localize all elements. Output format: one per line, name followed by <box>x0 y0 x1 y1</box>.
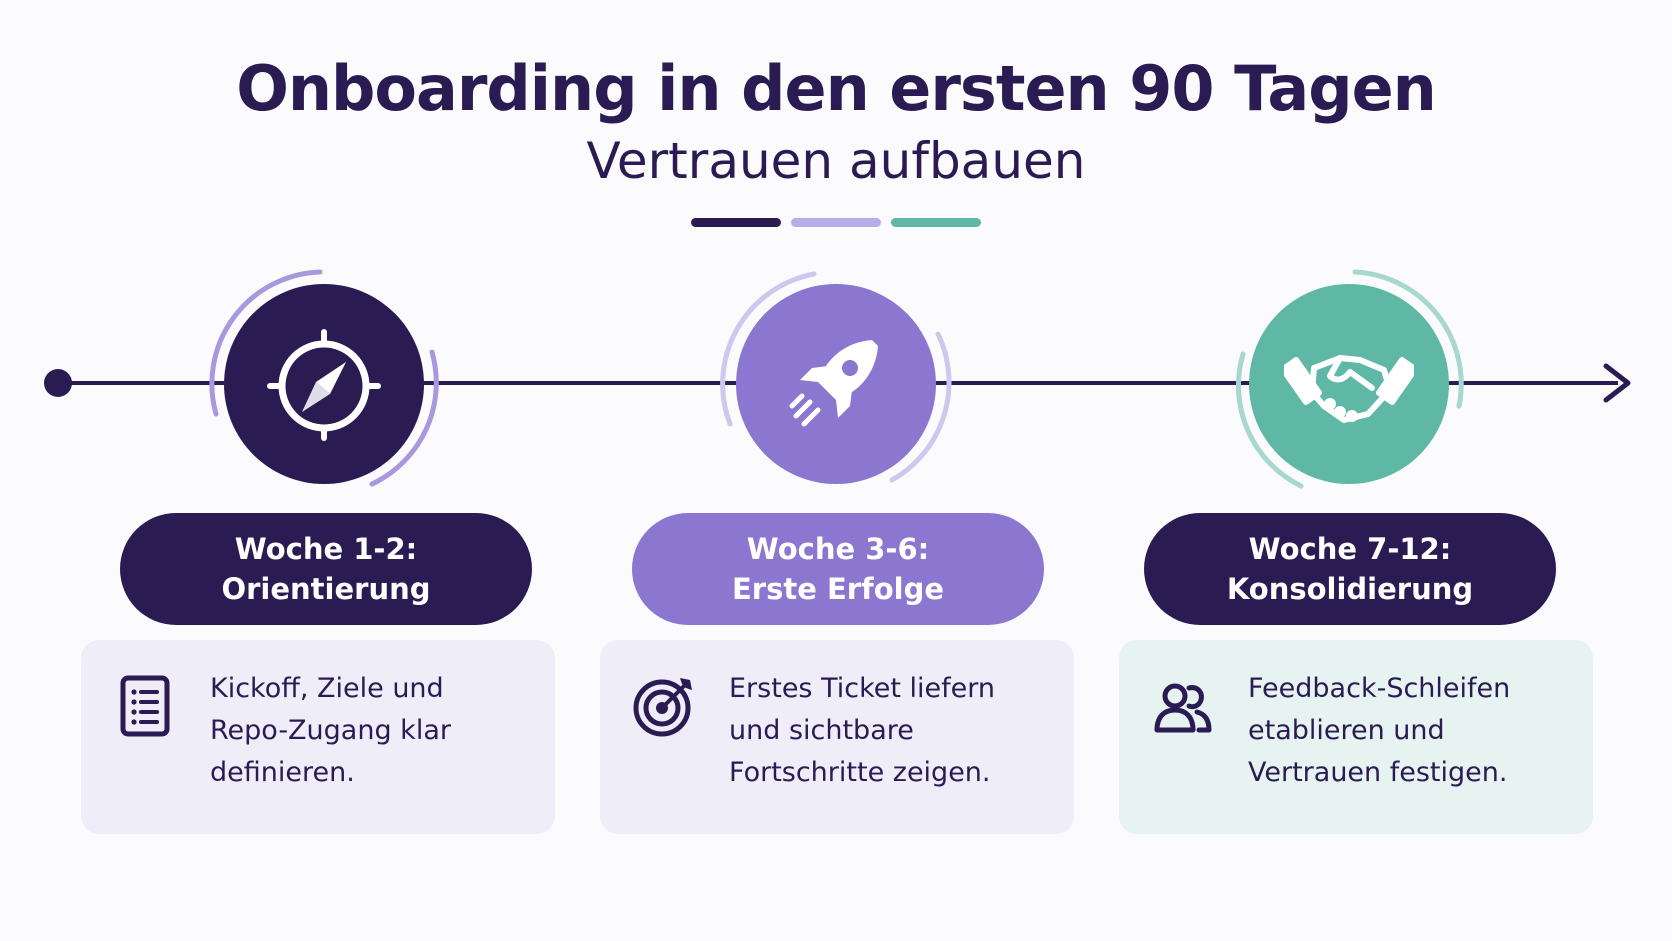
stage-3-pill: Woche 7-12: Konsolidierung <box>1144 513 1556 625</box>
stage-2-circle <box>736 284 936 484</box>
page-subtitle: Vertrauen aufbauen <box>586 132 1086 190</box>
stage-2-pill: Woche 3-6: Erste Erfolge <box>632 513 1044 625</box>
stage-2-arc <box>720 271 952 483</box>
stage-2-description: Erstes Ticket liefern und sichtbare Fort… <box>729 673 996 788</box>
stage-1-title-line2: Orientierung <box>221 572 431 606</box>
target-icon <box>633 678 692 737</box>
divider-lavender <box>791 218 881 227</box>
stage-1-pill: Woche 1-2: Orientierung <box>120 513 532 625</box>
checklist-icon <box>120 675 170 737</box>
stage-3-card: Feedback-Schleifen etablieren und Vertra… <box>1119 640 1593 834</box>
page-title: Onboarding in den ersten 90 Tagen <box>236 52 1437 125</box>
team-icon <box>1154 683 1212 733</box>
stage-1-card: Kickoff, Ziele und Repo-Zugang klar defi… <box>81 640 555 834</box>
stage-3-circle <box>1249 284 1449 484</box>
timeline-start-dot <box>44 369 72 397</box>
compass-icon <box>267 329 381 441</box>
stage-3-arc <box>1236 269 1464 489</box>
stage-2-title-line1: Woche 3-6: <box>746 532 930 566</box>
divider-teal <box>891 218 981 227</box>
stage-1-circle <box>224 284 424 484</box>
stage-3-title-line2: Konsolidierung <box>1226 572 1474 606</box>
stage-2-card: Erstes Ticket liefern und sichtbare Fort… <box>600 640 1074 834</box>
handshake-icon <box>1284 355 1414 423</box>
rocket-icon <box>789 340 878 427</box>
stage-1-arc <box>209 269 439 487</box>
divider-dark <box>691 218 781 227</box>
timeline-arrow-icon <box>1603 363 1631 403</box>
stage-3-title-line1: Woche 7-12: <box>1248 532 1452 566</box>
stage-3-description: Feedback-Schleifen etablieren und Vertra… <box>1248 673 1511 788</box>
stage-1-description: Kickoff, Ziele und Repo-Zugang klar defi… <box>210 673 451 788</box>
stage-2-title-line2: Erste Erfolge <box>731 572 945 606</box>
stage-1-title-line1: Woche 1-2: <box>234 532 418 566</box>
